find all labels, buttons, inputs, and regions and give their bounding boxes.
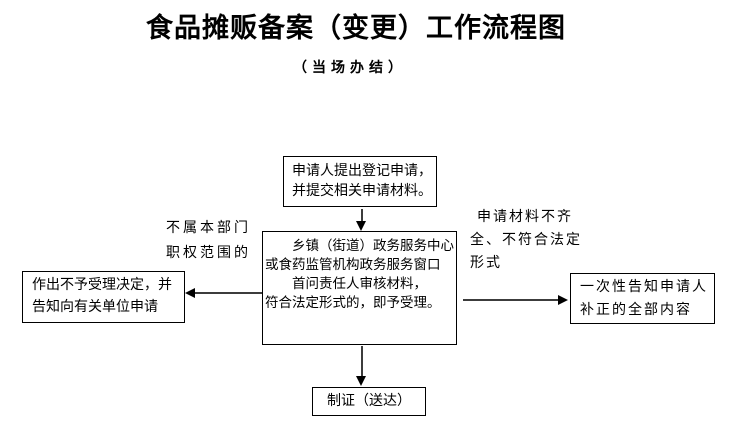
flow-node-review-line: 首问责任人审核材料， — [265, 276, 427, 291]
arrow-review-to-supplement — [463, 299, 559, 301]
flow-node-apply: 申请人提出登记申请， 并提交相关申请材料。 — [283, 156, 437, 207]
flow-node-supplement-line: 补正的全部内容 — [580, 303, 692, 318]
edge-label-out-of-scope: 不属本部门 职权范围的 — [166, 216, 251, 266]
flow-node-reject-line: 作出不予受理决定，并 — [32, 278, 172, 293]
edge-label-incomplete-line: 申请材料不齐 — [477, 210, 573, 225]
flow-node-review: 乡镇（街道）政务服务中心 或食药监管机构政务服务窗口 首问责任人审核材料， 符合… — [262, 231, 457, 345]
arrowhead-right-icon — [558, 295, 568, 305]
arrow-review-to-reject — [195, 292, 262, 294]
arrowhead-down-icon — [356, 376, 366, 386]
arrowhead-down-icon — [356, 221, 366, 231]
flow-node-reject-line: 告知向有关单位申请 — [32, 300, 158, 315]
arrowhead-left-icon — [185, 288, 195, 298]
edge-label-incomplete-line: 形式 — [470, 256, 502, 271]
page-title: 食品摊贩备案（变更）工作流程图 — [146, 13, 566, 43]
edge-label-out-of-scope-line: 职权范围的 — [166, 246, 251, 261]
flow-node-reject: 作出不予受理决定，并 告知向有关单位申请 — [22, 271, 185, 323]
arrow-review-to-certify — [361, 346, 363, 377]
flow-node-supplement-line: 一次性告知申请人 — [580, 280, 708, 295]
flow-node-supplement: 一次性告知申请人 补正的全部内容 — [570, 273, 715, 324]
edge-label-out-of-scope-line: 不属本部门 — [166, 221, 251, 236]
flow-node-certify-label: 制证（送达） — [327, 394, 411, 409]
arrow-apply-to-review — [361, 209, 363, 222]
page-subtitle: （当场办结） — [293, 61, 407, 76]
flow-node-review-line: 乡镇（街道）政务服务中心 — [265, 238, 454, 253]
flow-node-review-line: 或食药监管机构政务服务窗口 — [265, 257, 441, 272]
edge-label-incomplete-line: 全、不符合法定 — [470, 233, 582, 248]
edge-label-incomplete: 申请材料不齐 全、不符合法定 形式 — [470, 206, 582, 275]
flow-node-apply-line: 并提交相关申请材料。 — [292, 184, 432, 199]
flow-node-review-line: 符合法定形式的，即予受理。 — [265, 295, 441, 310]
flow-node-certify: 制证（送达） — [312, 387, 426, 416]
flow-node-apply-line: 申请人提出登记申请， — [292, 164, 432, 179]
